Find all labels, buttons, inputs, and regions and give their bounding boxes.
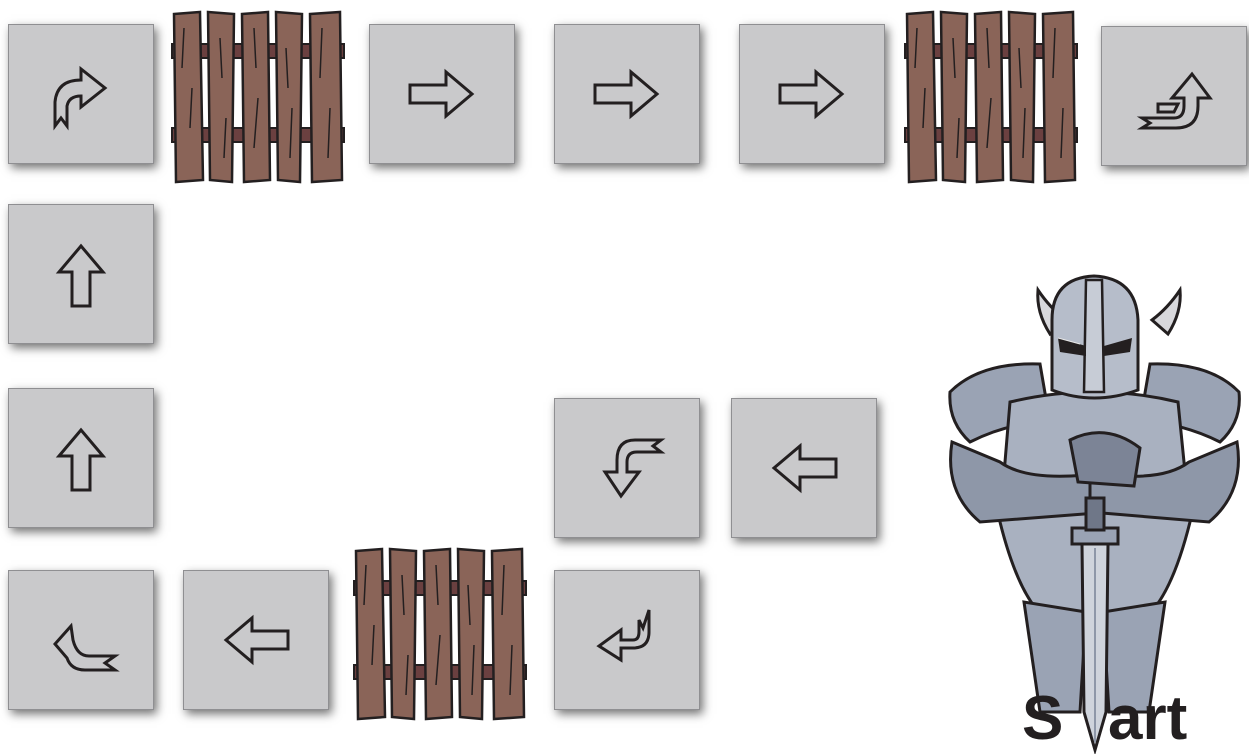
knight-character (940, 272, 1249, 754)
curved-arrow-down-left-icon (587, 428, 667, 508)
wooden-fence-obstacle (170, 8, 346, 184)
tile-r3c1-up-arrow[interactable] (8, 388, 154, 528)
arrow-right-icon (772, 54, 852, 134)
tile-r1c1-curved-arrow[interactable] (8, 24, 154, 164)
fence-icon (170, 8, 346, 184)
tile-r4c1-curved-arrow[interactable] (8, 570, 154, 710)
wooden-fence-obstacle (903, 8, 1079, 184)
tile-r1c7-curved-arrow[interactable] (1101, 26, 1247, 166)
tile-r2c1-up-arrow[interactable] (8, 204, 154, 344)
tile-r3c4-curved-arrow[interactable] (554, 398, 700, 538)
arrow-left-icon (216, 600, 296, 680)
knight-icon (940, 272, 1249, 754)
start-label-first-letter: S (1022, 688, 1063, 750)
arrow-right-icon (587, 54, 667, 134)
fence-icon (352, 545, 528, 721)
start-label-rest: art (1108, 688, 1187, 750)
arrow-up-icon (41, 234, 121, 314)
wooden-fence-obstacle (352, 545, 528, 721)
tile-r1c4-right-arrow[interactable] (554, 24, 700, 164)
tile-r4c2-left-arrow[interactable] (183, 570, 329, 710)
fence-icon (903, 8, 1079, 184)
tile-r4c4-curved-arrow[interactable] (554, 570, 700, 710)
tile-r1c3-right-arrow[interactable] (369, 24, 515, 164)
curved-arrow-right-up-icon (1134, 56, 1214, 136)
tile-r3c5-left-arrow[interactable] (731, 398, 877, 538)
tile-r1c5-right-arrow[interactable] (739, 24, 885, 164)
curved-arrow-left-up-icon (41, 600, 121, 680)
arrow-left-icon (764, 428, 844, 508)
curved-arrow-down-left-icon (587, 600, 667, 680)
curved-arrow-up-right-icon (41, 54, 121, 134)
arrow-up-icon (41, 418, 121, 498)
arrow-right-icon (402, 54, 482, 134)
